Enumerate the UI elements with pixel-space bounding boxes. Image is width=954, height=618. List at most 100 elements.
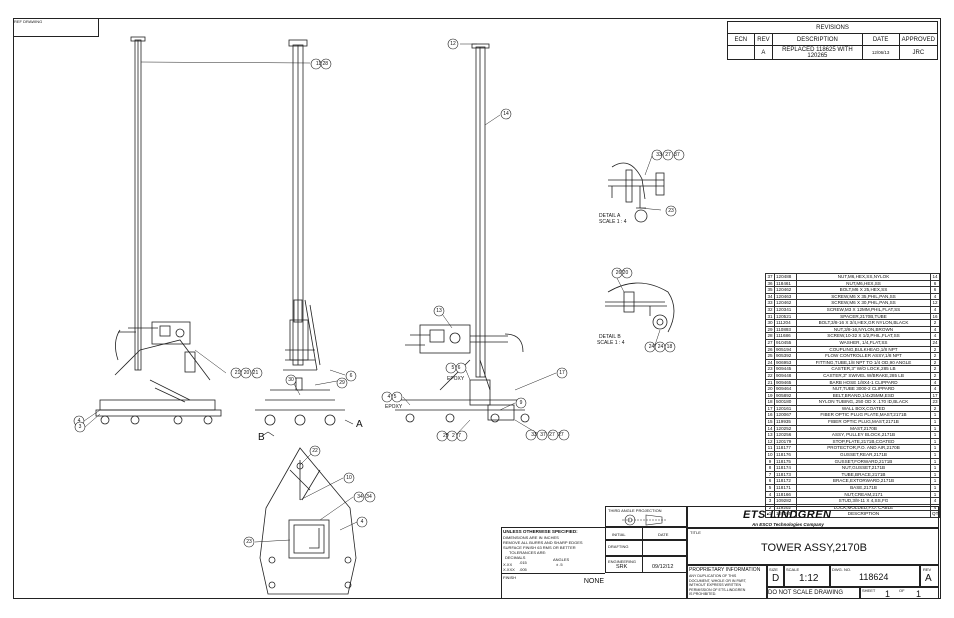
bom-description: NUT,3/8-16,NYLON,BROWN bbox=[796, 325, 931, 334]
bom-item-number: 16 bbox=[765, 411, 775, 420]
sheet-label: SHEET bbox=[862, 588, 876, 593]
dwg-no-value: 118624 bbox=[859, 572, 889, 582]
size-label: SIZE bbox=[769, 567, 778, 572]
initial-date-divider bbox=[642, 527, 643, 573]
bom-part-number: 120488 bbox=[774, 273, 797, 281]
bom-item-number: 4 bbox=[765, 490, 775, 499]
balloon-4-5-text: 4 5 bbox=[387, 394, 397, 400]
bom-description: CASTER,3" W/O LOCK,285 LB bbox=[796, 365, 931, 373]
balloon-17-text: 17 bbox=[559, 370, 565, 376]
balloon-11-28-text: 11 28 bbox=[315, 61, 329, 67]
balloon-6-text: 6 bbox=[349, 373, 353, 379]
bom-item-number: 33 bbox=[765, 299, 775, 307]
bom-description: BOLT,M6 X 25,HEX,SS bbox=[796, 286, 931, 294]
engineering-label: ENGINEERING bbox=[608, 559, 637, 564]
bom-description: GUSSET,FORWARD,2171B bbox=[796, 457, 931, 466]
bom-description: STUD,3/8-11 X 4,SS,FG bbox=[796, 497, 931, 505]
balloon-34-34 bbox=[353, 491, 376, 503]
balloon-14-text: 14 bbox=[503, 111, 509, 117]
proprietary-line-4: PERMISSION OF ETS-LINDGREN bbox=[689, 587, 746, 592]
bom-description: NUT,CREAM,2171 bbox=[796, 490, 931, 499]
angles-label: ANGLES bbox=[553, 557, 570, 562]
bom-item-number: 17 bbox=[765, 404, 775, 413]
bom-description: WALL BOX,COATED bbox=[796, 404, 931, 413]
tolerance-line-2: REMOVE ALL BURRS AND SHARP EDGES bbox=[503, 540, 583, 545]
bom-part-number: 909448 bbox=[774, 371, 797, 380]
size-box: SIZE D bbox=[767, 565, 784, 587]
balloon-30 bbox=[285, 374, 297, 386]
bom-part-number: 120179 bbox=[774, 437, 797, 446]
balloon-10-text: 10 bbox=[346, 475, 352, 481]
balloon-26-20 bbox=[611, 267, 633, 279]
xx-label: X.XX bbox=[503, 562, 513, 567]
bom-item-number: 19 bbox=[765, 391, 775, 400]
balloon-29-2-7-text: 29 2 7 bbox=[443, 433, 461, 439]
balloon-11-28 bbox=[310, 58, 332, 70]
initial-label: INITIAL bbox=[612, 532, 626, 537]
balloon-23-detail-text: 23 bbox=[668, 208, 674, 214]
balloon-33-37-27-27-text: 33 37 27 27 bbox=[531, 432, 564, 438]
balloon-14 bbox=[500, 108, 512, 120]
detail-a-view bbox=[608, 162, 665, 223]
bom-quantity: 2 bbox=[930, 371, 940, 380]
proprietary-line-2: DOCUMENT, WHOLE OR IN PART, bbox=[689, 578, 747, 583]
xxx-label: X.XXX bbox=[503, 567, 515, 572]
bom-description: MAST,2170B bbox=[796, 424, 931, 433]
tolerance-area: UNLESS OTHERWISE SPECIFIED: DIMENSIONS A… bbox=[501, 527, 605, 573]
bom-part-number: 118172 bbox=[774, 477, 797, 485]
bom-part-number: 118173 bbox=[774, 470, 797, 479]
bom-part-number: 906953 bbox=[774, 358, 797, 367]
revisions-table: REVISIONS ECN REV DESCRIPTION DATE APPRO… bbox=[727, 21, 939, 60]
bom-description: BELT,BRAND,1/4x25MM,ESD bbox=[796, 391, 931, 400]
bom-description: BARB HOSE 1/8X4-1 CLIPPARD bbox=[796, 378, 931, 387]
bom-description: SPACER,2170B,TUBE bbox=[796, 312, 931, 321]
proprietary-box: PROPRIETARY INFORMATION ANY DUPLICATION … bbox=[687, 565, 767, 599]
of-value: 1 bbox=[916, 589, 922, 599]
dwg-no-box: DWG. NO. 118624 bbox=[830, 565, 920, 587]
balloon-3-text: 3 bbox=[78, 424, 82, 430]
bom-quantity: 1 bbox=[930, 464, 940, 472]
balloon-9-text: 9 bbox=[519, 400, 523, 406]
bom-description: GUSSET,REAR,2171B bbox=[796, 451, 931, 459]
projection-box: THIRD ANGLE PROJECTION bbox=[605, 506, 687, 527]
bom-part-number: 909445 bbox=[774, 365, 797, 373]
balloon-23-plan-text: 23 bbox=[246, 539, 252, 545]
sheet-box: SHEET 1 OF 1 bbox=[860, 587, 939, 599]
bom-part-number: 120462 bbox=[774, 299, 797, 307]
bom-item-number: 31 bbox=[765, 312, 775, 321]
bom-part-number: 118175 bbox=[774, 457, 797, 466]
bom-item-number: 22 bbox=[765, 371, 775, 380]
balloon-4-5 bbox=[381, 391, 403, 403]
bom-item-number: 3 bbox=[765, 497, 775, 505]
proprietary-line-5: IS PROHIBITED. bbox=[689, 592, 717, 596]
bom-part-number: 118177 bbox=[774, 444, 797, 453]
bom-description: SCREW,M6 X 35,PHIL,PAN,SS bbox=[796, 292, 931, 301]
finish-divider bbox=[501, 573, 605, 574]
bom-quantity: 4 bbox=[930, 378, 940, 387]
front-view bbox=[95, 36, 222, 425]
section-a-label: A bbox=[356, 419, 363, 430]
angle-value: ± .5 bbox=[556, 562, 563, 567]
bom-part-number: 905892 bbox=[774, 391, 797, 400]
dont-scale-box: DO NOT SCALE DRAWING bbox=[767, 587, 860, 599]
bom-part-number: 500180 bbox=[774, 398, 797, 406]
bom-description: BRACE,EXTORWARD,2171B bbox=[796, 477, 931, 485]
balloon-24-24-18-text: 24 24 18 bbox=[648, 344, 673, 350]
section-arrows bbox=[261, 419, 354, 437]
bom-quantity: 23 bbox=[930, 398, 940, 406]
balloon-10 bbox=[343, 472, 355, 484]
bom-quantity: QTY bbox=[930, 510, 940, 518]
bom-description: NUT,M6,HEX,SS bbox=[796, 279, 931, 288]
detail-a-label: DETAIL A bbox=[599, 213, 621, 219]
bom-part-number: 118461 bbox=[774, 279, 797, 288]
